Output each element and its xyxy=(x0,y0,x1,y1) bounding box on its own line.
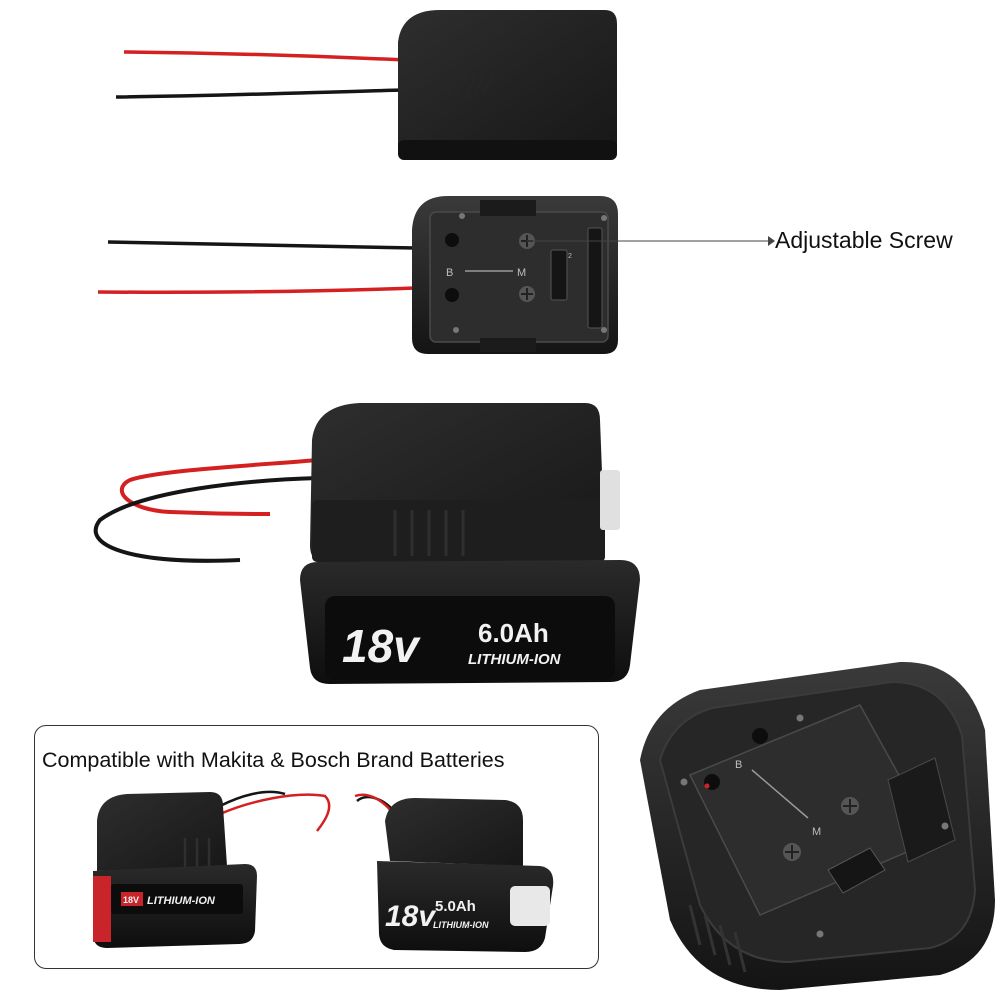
makita-chem-label: LITHIUM-ION xyxy=(433,920,489,930)
embossed-logo: ///// xyxy=(448,69,494,102)
wire-red xyxy=(123,50,406,62)
battery-capacity-label: 6.0Ah xyxy=(478,618,549,648)
makita-capacity-label: 5.0Ah xyxy=(435,898,476,915)
adapter-bottom-view: B M 2 xyxy=(97,196,775,354)
adapter-top-view: ///// xyxy=(115,10,617,160)
adjustable-screw-callout: Adjustable Screw xyxy=(775,227,953,253)
battery-voltage-label: 18v xyxy=(342,620,421,672)
compatibility-photos: 18V LITHIUM-ION 18v 5.0Ah LITHIUM-ION xyxy=(93,790,554,952)
wire-red xyxy=(219,793,331,832)
plate-mark-b: B xyxy=(446,267,453,279)
adapter-housing xyxy=(398,10,617,160)
mount-hole xyxy=(445,233,459,247)
mount-hole xyxy=(445,288,459,302)
wire-red xyxy=(97,286,416,295)
plate-mark-2: 2 xyxy=(568,253,572,260)
wire-red xyxy=(119,458,319,516)
makita-voltage-label: 18v xyxy=(385,900,437,933)
dock-perspective-view: B M xyxy=(640,661,995,990)
dock-mark-b: B xyxy=(735,759,742,771)
compatibility-title: Compatible with Makita & Bosch Brand Bat… xyxy=(42,748,505,772)
dock-mark-m: M xyxy=(812,826,821,838)
ribbing xyxy=(393,510,465,556)
bosch-voltage-label: 18V xyxy=(123,895,139,905)
wire-black xyxy=(93,476,319,563)
compatibility-panel: Compatible with Makita & Bosch Brand Bat… xyxy=(34,725,599,969)
makita-battery-pack xyxy=(377,861,554,952)
callout-arrowhead xyxy=(768,236,775,246)
bosch-battery-with-adapter: 18V LITHIUM-ION xyxy=(93,790,331,948)
wire-black xyxy=(115,88,406,99)
adapter-on-battery: 18v 6.0Ah LITHIUM-ION xyxy=(93,403,640,684)
plate-mark-m: M xyxy=(517,267,526,279)
bosch-chem-label: LITHIUM-ION xyxy=(147,895,216,907)
battery-chem-label: LITHIUM-ION xyxy=(468,651,562,668)
dock-ribbing xyxy=(688,904,747,973)
wire-black xyxy=(107,240,416,250)
wire-black xyxy=(219,790,286,808)
makita-battery-with-adapter: 18v 5.0Ah LITHIUM-ION xyxy=(354,793,554,952)
